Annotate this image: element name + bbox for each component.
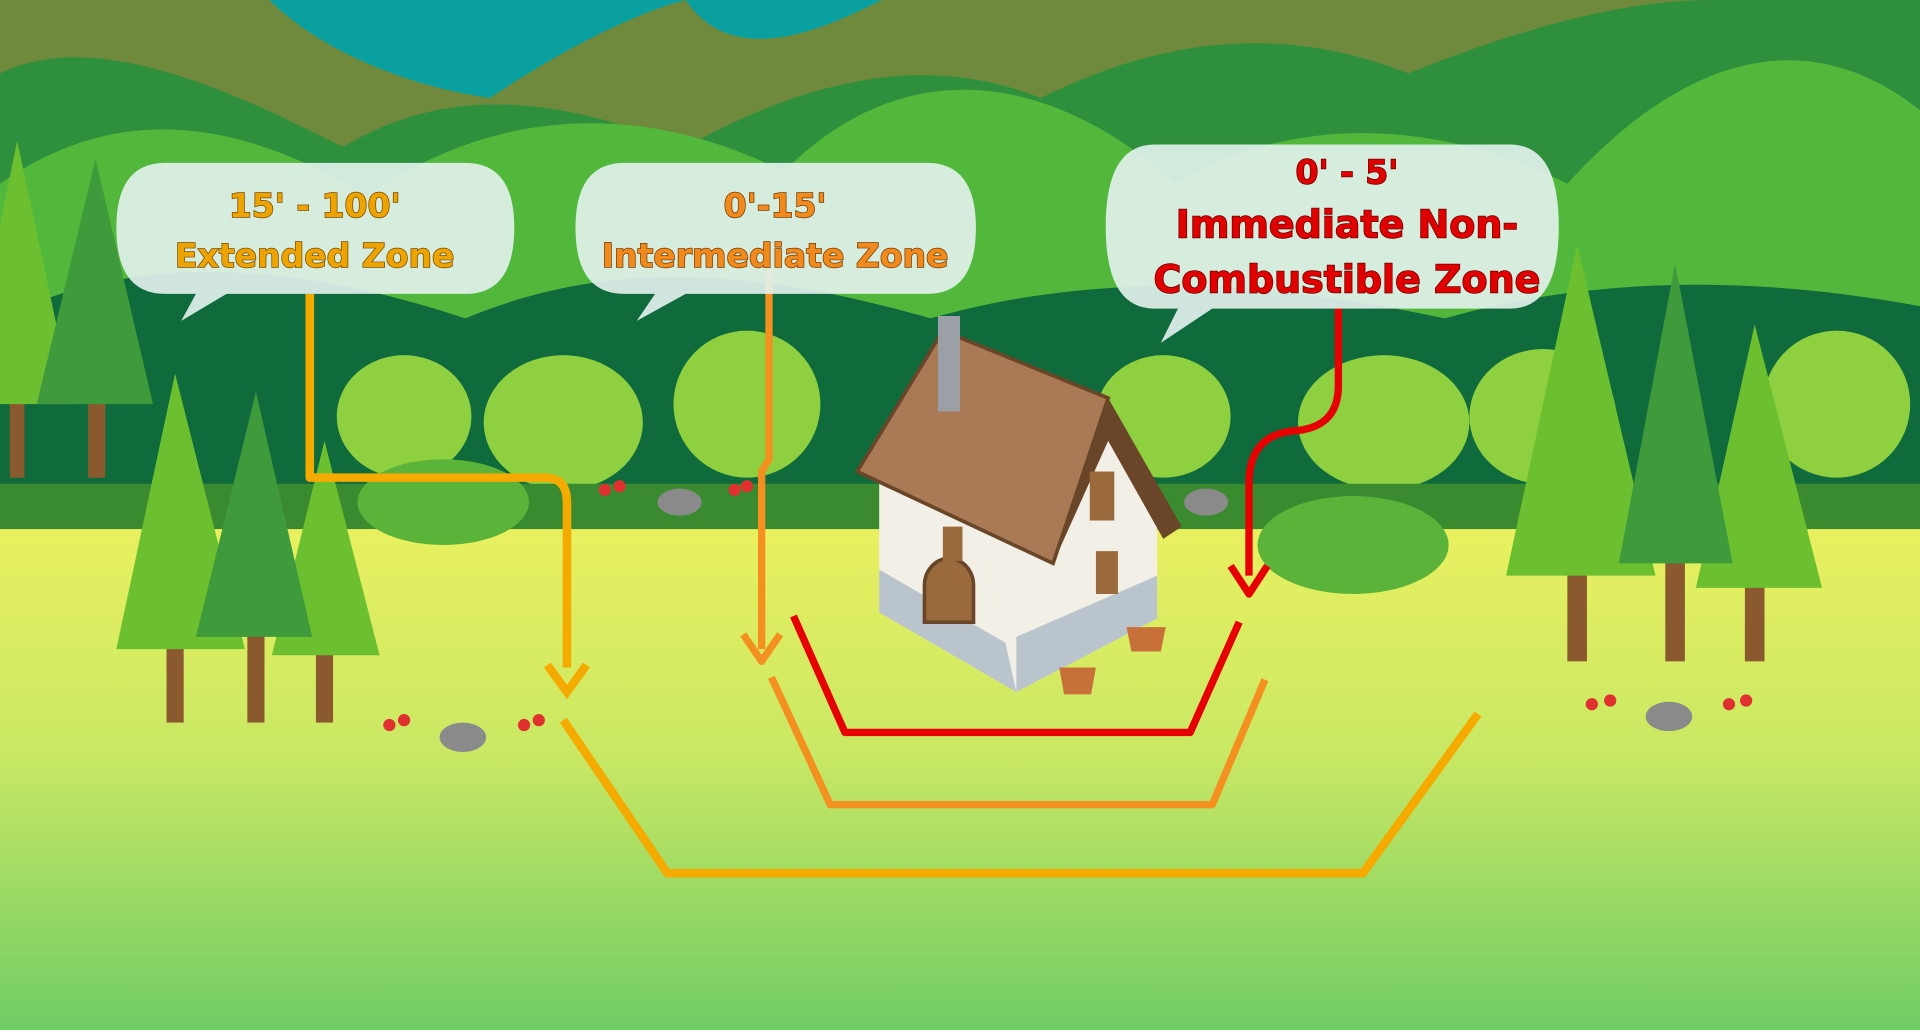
trees bbox=[0, 140, 1823, 723]
intermediate-zone-name: Intermediate Zone bbox=[602, 236, 949, 275]
intermediate-arrowhead-icon bbox=[740, 632, 784, 666]
extended-zone-name: Extended Zone bbox=[175, 236, 454, 275]
immediate-zone-name-line1: Immediate Non- bbox=[1176, 203, 1518, 247]
immediate-zone-boundary bbox=[790, 614, 1243, 737]
zone-intermediate-lines bbox=[740, 269, 1269, 809]
callout-immediate-zone: 0' - 5' Immediate Non- Combustible Zone bbox=[1105, 144, 1559, 343]
house bbox=[854, 315, 1182, 695]
immediate-zone-range: 0' - 5' bbox=[1295, 153, 1398, 192]
immediate-zone-name-line2: Combustible Zone bbox=[1154, 258, 1541, 302]
immediate-pointer-arrow bbox=[1245, 308, 1343, 576]
callout-extended-zone: 15' - 100' Extended Zone bbox=[116, 162, 515, 321]
immediate-arrowhead-icon bbox=[1227, 563, 1271, 598]
extended-arrowhead-icon bbox=[543, 662, 590, 700]
intermediate-zone-range: 0'-15' bbox=[724, 186, 827, 225]
zone-immediate-lines bbox=[790, 308, 1343, 737]
zone-extended-lines bbox=[305, 293, 1482, 878]
extended-zone-range: 15' - 100' bbox=[229, 186, 401, 225]
extended-pointer-arrow bbox=[305, 293, 572, 668]
callout-intermediate-zone: 0'-15' Intermediate Zone bbox=[575, 162, 976, 321]
intermediate-zone-boundary bbox=[768, 675, 1269, 809]
extended-zone-boundary bbox=[559, 711, 1482, 878]
intermediate-pointer-arrow bbox=[757, 269, 773, 650]
